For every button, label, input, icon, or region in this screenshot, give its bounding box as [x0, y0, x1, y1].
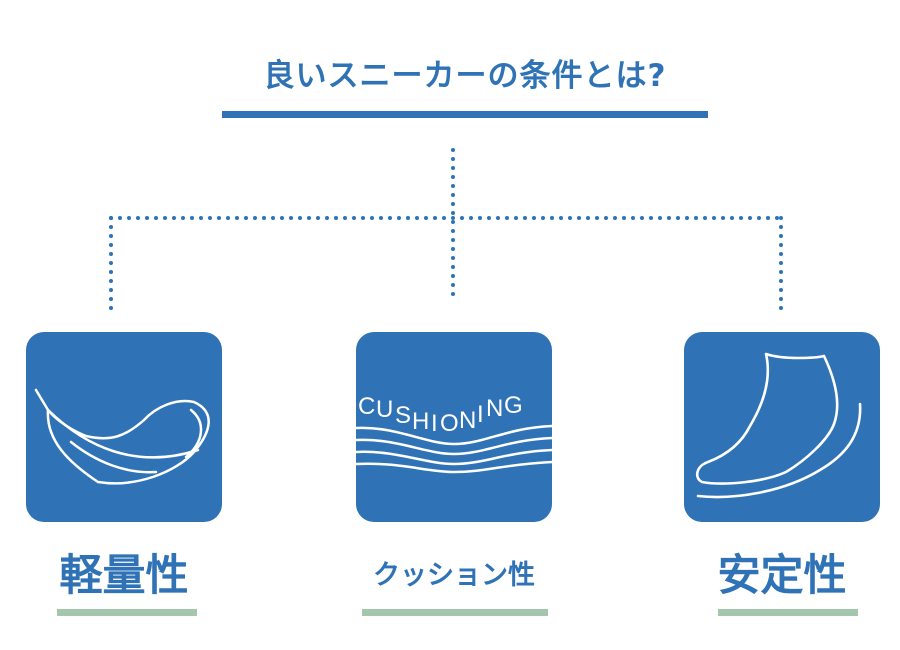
underline-stability [718, 609, 858, 616]
card-cushioning: C U S H I O N I N G [356, 332, 552, 522]
cushioning-letter: O [440, 410, 459, 437]
card-stability [684, 332, 880, 522]
cushioning-letter: C [358, 393, 375, 420]
foot-icon [695, 352, 862, 499]
cushioning-letter: I [477, 401, 484, 428]
cushioning-icon: C U S H I O N I N G [356, 392, 552, 474]
underline-lightweight [57, 609, 197, 616]
underline-cushioning [362, 609, 548, 616]
card-lightweight [26, 332, 222, 522]
cushioning-letter: U [376, 396, 393, 423]
diagram-title: 良いスニーカーの条件とは? [263, 58, 667, 94]
cushioning-letter: H [412, 408, 429, 435]
cushioning-letter: G [504, 392, 523, 419]
cushioning-letter: N [486, 395, 503, 422]
cushioning-letter: I [431, 410, 438, 437]
label-stability: 安定性 [717, 551, 847, 601]
feather-icon [34, 388, 210, 485]
label-cushioning: クッション性 [373, 560, 535, 591]
cushioning-letter: N [459, 407, 476, 434]
title-underline [222, 111, 708, 118]
cushioning-letter: S [395, 402, 411, 429]
label-lightweight: 軽量性 [59, 551, 189, 601]
